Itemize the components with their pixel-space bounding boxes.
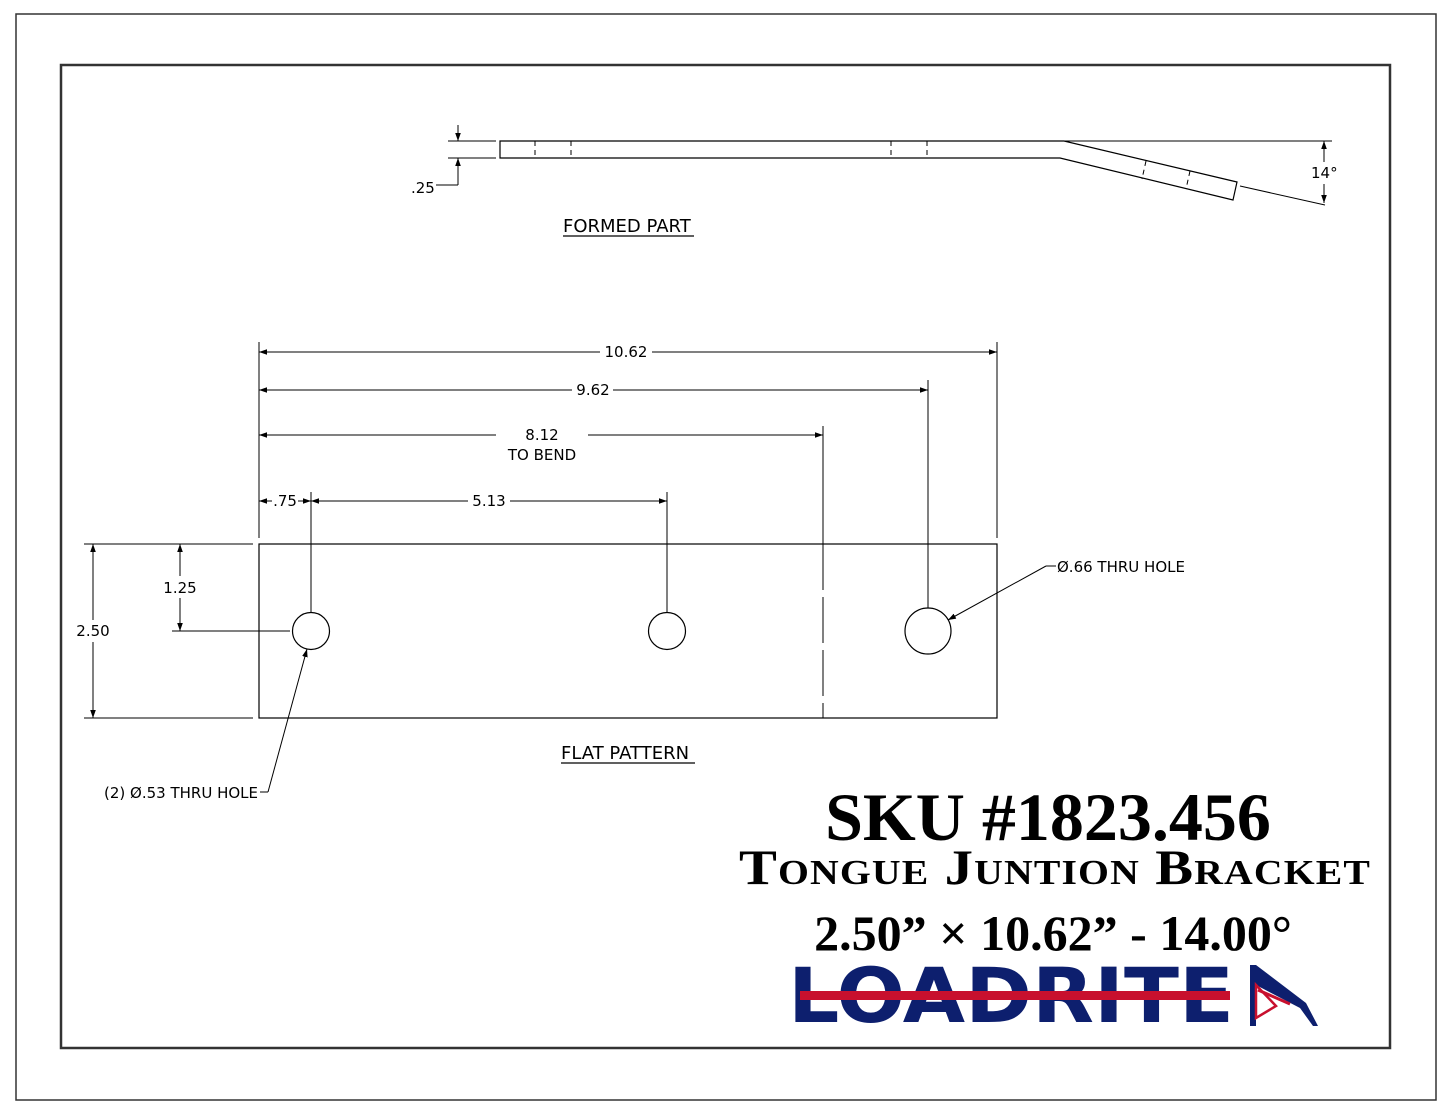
bend-angle-label: 14° — [1311, 164, 1338, 182]
small-hole-callout: (2) Ø.53 THRU HOLE — [104, 784, 258, 802]
bend-angle-dimension — [1064, 140, 1332, 206]
thickness-label: .25 — [411, 179, 435, 197]
horizontal-dimension-lines — [259, 349, 997, 504]
overall-length-label: 10.62 — [605, 343, 648, 361]
formed-part-hidden-hole-lines — [534, 141, 1191, 190]
flat-pattern-title: FLAT PATTERN — [561, 743, 689, 764]
logo-trailer-icon — [1250, 965, 1318, 1026]
large-hole-right — [904, 607, 952, 655]
vertical-dimension-lines — [90, 544, 183, 718]
flat-pattern-outline — [258, 543, 998, 719]
width-label: 2.50 — [76, 622, 109, 640]
leader-lines — [260, 565, 1056, 793]
hole-spacing-label: 5.13 — [472, 492, 505, 510]
bend-note-label: TO BEND — [507, 446, 576, 464]
bend-position-label: 8.12 — [525, 426, 558, 444]
hole3-position-label: 9.62 — [576, 381, 609, 399]
extension-lines — [84, 342, 998, 719]
outer-sheet-border — [15, 13, 1437, 1101]
small-hole-left — [291, 611, 331, 651]
part-name-title: Tongue Juntion Bracket — [739, 839, 1371, 895]
hole1-position-label: .75 — [273, 492, 297, 510]
loadrite-logo: LOADRITE — [788, 951, 1318, 1040]
hole-height-label: 1.25 — [163, 579, 196, 597]
large-hole-callout: Ø.66 THRU HOLE — [1057, 558, 1185, 576]
sku-title: SKU #1823.456 — [825, 779, 1271, 855]
part-size-title: 2.50” × 10.62” - 14.00° — [814, 905, 1292, 961]
formed-part-title: FORMED PART — [563, 216, 692, 237]
logo-red-stripe — [800, 991, 1230, 1000]
flat-pattern-view — [84, 342, 1056, 793]
formed-part-outline — [499, 140, 1238, 201]
thickness-dimension — [436, 125, 496, 186]
small-hole-middle — [647, 611, 687, 651]
inner-drawing-border — [59, 63, 1392, 1050]
formed-part-view — [436, 125, 1332, 206]
